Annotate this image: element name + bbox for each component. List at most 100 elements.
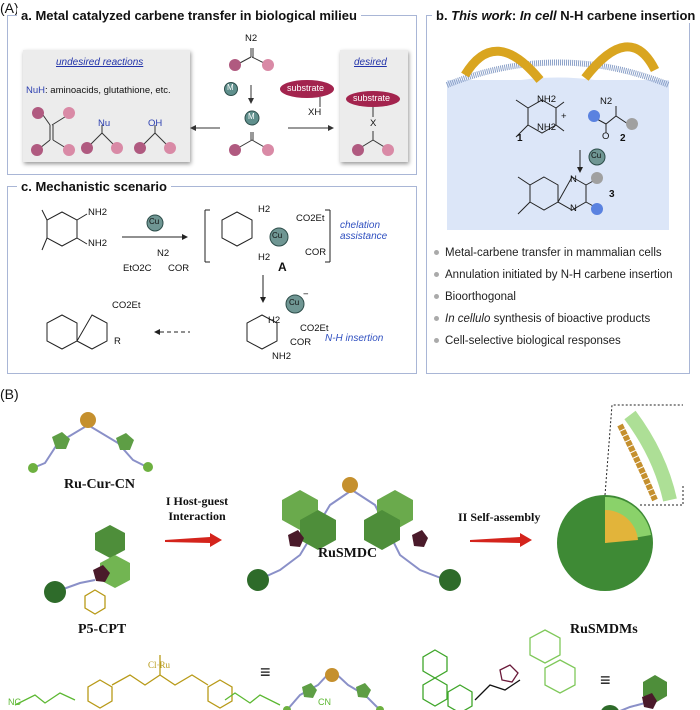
nuh-label: NuH <box>26 85 46 96</box>
arrow-self-assembly <box>470 533 532 547</box>
panel-b-label: (B) <box>0 386 19 402</box>
c-co2et-1: CO2Et <box>296 213 325 224</box>
undesired-heading: undesired reactions <box>56 57 144 68</box>
step1-label: I Host-guest Interaction <box>165 494 229 523</box>
x-label: X <box>370 118 377 129</box>
desired-heading: desired <box>354 57 387 68</box>
curcumin-ru-structure <box>84 589 233 709</box>
compound-1: 1 <box>517 133 523 144</box>
compound-2: 2 <box>620 133 626 144</box>
metal-icon <box>224 82 260 126</box>
panel-c-box <box>7 186 417 374</box>
n2-label: N2 <box>245 33 258 44</box>
bullet-4-italic: In cellulo <box>445 313 491 325</box>
rusmdms-label: RuSMDMs <box>570 622 638 637</box>
intermediate-a: A <box>278 260 287 274</box>
c-h2-2: H2 <box>258 252 271 263</box>
c-nh2-1: NH2 <box>88 207 108 218</box>
panel-a-label: (A) <box>0 0 19 16</box>
bullet-5: Cell-selective biological responses <box>434 335 621 347</box>
cell-drawing <box>445 42 671 230</box>
b-plus: + <box>561 111 567 122</box>
c-r: R <box>114 336 121 347</box>
bullet-3: Bioorthogonal <box>434 291 516 303</box>
p5-cpt-small-icon <box>601 675 667 710</box>
metal-label-1: M <box>227 83 234 92</box>
compound-3: 3 <box>609 189 615 200</box>
b-title-prefix: b. <box>436 8 452 23</box>
rusmdc-icon <box>247 477 461 591</box>
cn-label: CN <box>318 697 331 707</box>
cu-icon <box>588 148 606 166</box>
nuh-text: : aminoacids, glutathione, etc. <box>45 85 171 96</box>
nu-label: Nu <box>98 118 111 129</box>
triazole-linkers <box>14 692 281 706</box>
metal-label-2: M <box>248 112 255 121</box>
bullet-4-text: synthesis of bioactive products <box>490 313 651 325</box>
cpt-structure <box>422 629 576 710</box>
b-cu-label: Cu <box>591 151 602 160</box>
ru-cur-cn-label: Ru-Cur-CN <box>64 477 136 492</box>
substrate-label-1: substrate <box>287 83 325 93</box>
panel-b-title: b. This work: In cell N-H carbene insert… <box>432 8 700 23</box>
c-minus: − <box>303 289 309 300</box>
equiv-sign-2: ≡ <box>600 670 611 690</box>
c-eto2c: EtO2C <box>123 263 152 274</box>
cu-label-2: Cu <box>272 231 283 240</box>
b-title-rest: N-H carbene insertion <box>556 8 696 23</box>
uptake-arrow-right <box>581 42 660 81</box>
cu-label-1: Cu <box>149 217 160 226</box>
b-n2: N2 <box>600 96 613 107</box>
cu-label-3: Cu <box>289 298 300 307</box>
cl-ru-label: Cl·Ru <box>148 660 171 670</box>
panel-c-title: c. Mechanistic scenario <box>17 179 171 194</box>
c-h2-3: H2 <box>268 315 281 326</box>
step2-label: II Self-assembly <box>458 510 541 524</box>
b-n-1: N <box>570 174 577 185</box>
b-n-2: N <box>570 203 577 214</box>
c-cor-1: COR <box>168 263 190 274</box>
b-title-mid: : <box>511 8 520 23</box>
substrate-label-2: substrate <box>353 93 391 103</box>
nc-label: NC <box>8 697 21 707</box>
c-cor-2: COR <box>305 247 327 258</box>
b-nh2-2: NH2 <box>537 122 557 133</box>
mechanism-drawing <box>41 209 331 350</box>
p5-cpt-icon <box>44 525 130 603</box>
nuh-line: NuH: aminoacids, glutathione, etc. <box>26 85 171 96</box>
bullet-4: In cellulo synthesis of bioactive produc… <box>434 313 650 325</box>
substrate-icon <box>280 80 400 107</box>
c-co2et-2: CO2Et <box>112 300 141 311</box>
b-title-italic2: In cell <box>519 8 557 23</box>
c-nh2-3: NH2 <box>272 351 292 362</box>
ru-cur-cn-small-icon <box>283 668 384 710</box>
panel-b-drawing <box>14 404 684 710</box>
oh-label: OH <box>148 118 163 129</box>
bullet-2: Annulation initiated by N-H carbene inse… <box>434 269 673 281</box>
rusmdc-label: RuSMDC <box>318 546 378 561</box>
equiv-sign-1: ≡ <box>260 662 271 682</box>
rusmdms-micelle-icon <box>557 404 684 591</box>
b-nh2-1: NH2 <box>537 94 557 105</box>
pink-dots <box>31 59 394 156</box>
nh-insertion-note: N-H insertion <box>325 333 384 344</box>
xh-label: XH <box>308 107 322 118</box>
chelation-note: chelation assistance <box>340 220 388 242</box>
p5-cpt-label: P5-CPT <box>78 622 127 637</box>
c-co2et-3: CO2Et <box>300 323 329 334</box>
c-nh2-2: NH2 <box>88 238 108 249</box>
ru-cur-cn-icon <box>28 412 153 473</box>
uptake-arrow-left <box>461 46 544 83</box>
c-h2-1: H2 <box>258 204 271 215</box>
b-o: O <box>602 131 610 142</box>
panel-a-drawing <box>31 48 400 156</box>
undesired-box <box>23 50 190 162</box>
cu-icon <box>146 214 305 314</box>
panel-a-title: a. Metal catalyzed carbene transfer in b… <box>17 8 361 23</box>
b-title-italic: This work <box>451 8 512 23</box>
arrow-host-guest <box>165 533 222 547</box>
c-n2: N2 <box>157 248 170 259</box>
c-cor-3: COR <box>290 337 312 348</box>
bullet-1: Metal-carbene transfer in mammalian cell… <box>434 247 662 259</box>
